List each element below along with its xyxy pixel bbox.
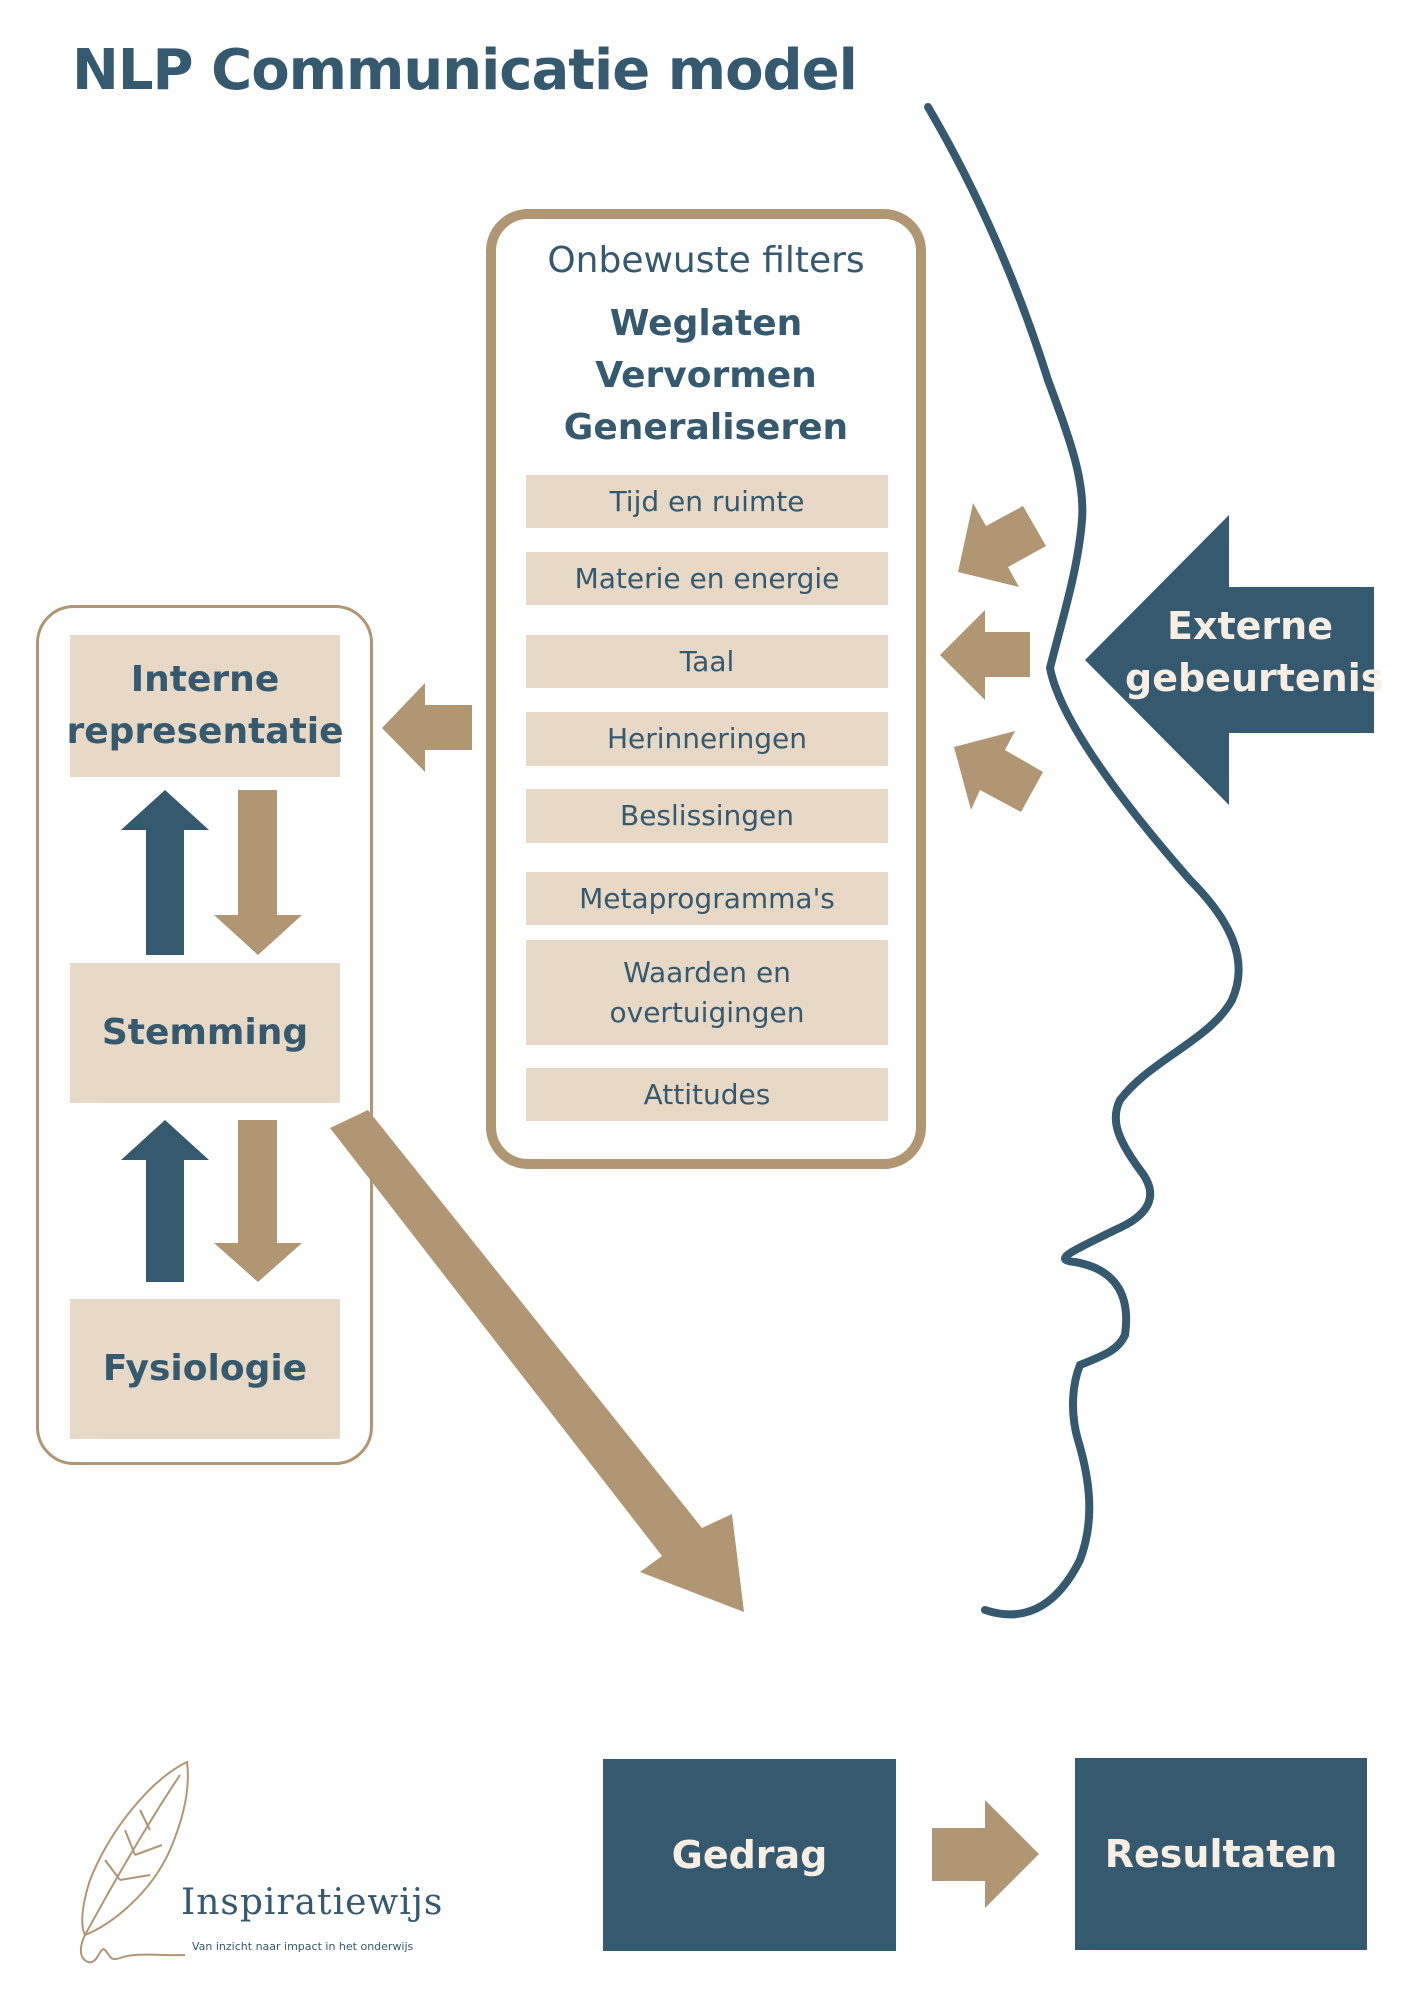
arrow-in-lower [954,731,1043,812]
feather-logo-icon [79,1760,189,1964]
external-event-label: Externe gebeurtenis [1125,604,1384,700]
arrow-in-upper [958,503,1046,587]
gedrag-box: Gedrag [603,1759,896,1951]
filter-item: Attitudes [526,1068,888,1121]
filter-item: Waarden en overtuigingen [526,940,888,1045]
arrow-down-internal-to-stemming [214,790,302,955]
arrow-down-stemming-to-fysiologie [214,1120,302,1282]
filter-item: Materie en energie [526,552,888,605]
gedrag-label: Gedrag [671,1833,828,1877]
logo-name: Inspiratiewijs [181,1882,444,1923]
state-fysiologie: Fysiologie [70,1299,340,1439]
filter-item: Tijd en ruimte [526,475,888,528]
arrow-up-stemming-to-internal [121,790,209,955]
face-profile-line [924,103,1243,1619]
filter-item: Metaprogramma's [526,872,888,925]
resultaten-box: Resultaten [1075,1758,1367,1950]
arrow-up-fysiologie-to-stemming [121,1120,209,1282]
filter-item: Herinneringen [526,712,888,766]
arrow-gedrag-to-resultaten [932,1800,1039,1908]
arrow-to-gedrag [330,1110,744,1612]
external-event-arrow [1085,515,1374,805]
filter-type-weglaten: Weglaten [609,303,803,344]
filter-item: Taal [526,635,888,688]
filter-heading: Onbewuste filters [547,240,865,281]
filter-type-generaliseren: Generaliseren [563,407,849,448]
resultaten-label: Resultaten [1104,1832,1338,1876]
arrow-filters-to-internal [382,683,472,772]
state-box [36,605,373,1465]
filter-type-vervormen: Vervormen [595,355,817,396]
filter-item: Beslissingen [526,789,888,843]
arrow-in-middle [940,610,1030,700]
page-title: NLP Communicatie model [72,38,858,103]
state-stemming: Stemming [70,963,340,1103]
state-interne-representatie: Interne representatie [66,635,344,777]
logo-tagline: Van inzicht naar impact in het onderwijs [192,1940,414,1953]
